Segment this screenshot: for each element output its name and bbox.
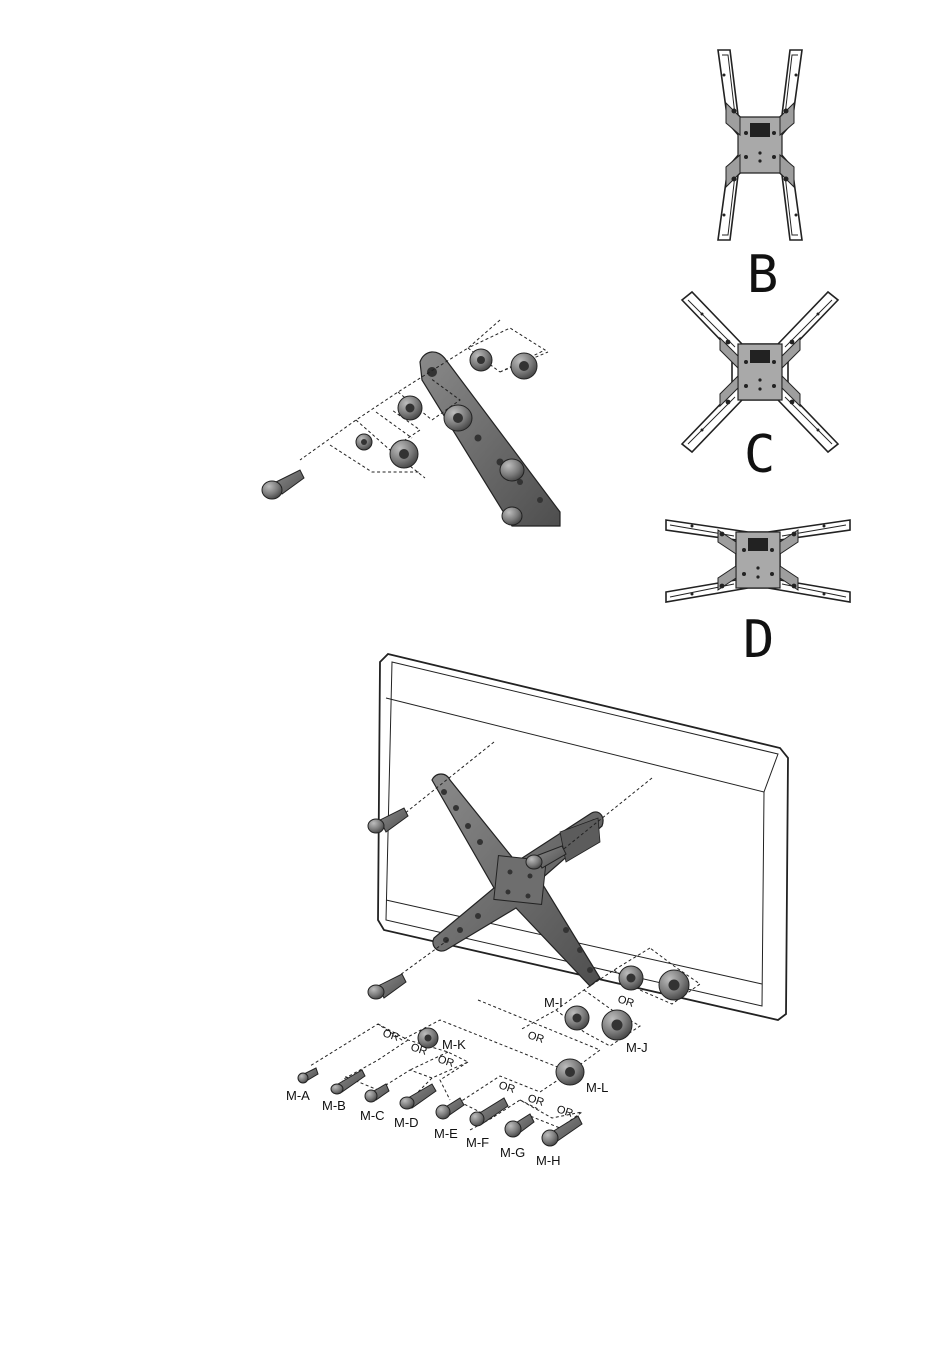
or-label: OR [616, 993, 635, 1010]
screw-m-e [436, 1098, 464, 1119]
bracket-config-d [666, 520, 850, 602]
label-m-a: M-A [286, 1088, 310, 1103]
or-label: OR [555, 1103, 574, 1120]
or-label: OR [497, 1079, 516, 1096]
or-label: OR [436, 1053, 455, 1070]
label-m-j: M-J [626, 1040, 648, 1055]
hardware-tree: OR OR OR OR OR OR M-K M-L [286, 1000, 608, 1168]
or-label: OR [381, 1027, 400, 1044]
screw-m-c [365, 1084, 389, 1102]
or-label: OR [526, 1092, 545, 1109]
detail-arm-assembly [262, 320, 560, 526]
screw-m-b [331, 1070, 365, 1094]
config-label-d: D [743, 610, 774, 670]
label-m-h: M-H [536, 1153, 561, 1168]
label-m-e: M-E [434, 1126, 458, 1141]
label-m-k: M-K [442, 1037, 466, 1052]
bracket-config-b [718, 50, 802, 240]
label-m-b: M-B [322, 1098, 346, 1113]
label-m-g: M-G [500, 1145, 525, 1160]
screw-m-g [505, 1114, 534, 1137]
screw-m-a [298, 1068, 318, 1083]
screw-m-f [470, 1098, 508, 1126]
screw-icon [368, 974, 406, 999]
screw-icon [262, 470, 304, 499]
label-m-i: M-I [544, 995, 563, 1010]
or-label: OR [526, 1029, 545, 1046]
label-m-c: M-C [360, 1108, 385, 1123]
screw-m-h [542, 1116, 582, 1146]
config-label-b: B [747, 245, 778, 305]
label-m-f: M-F [466, 1135, 489, 1150]
label-m-d: M-D [394, 1115, 419, 1130]
screw-m-d [400, 1084, 436, 1109]
label-m-l: M-L [586, 1080, 608, 1095]
config-label-c: C [744, 425, 775, 485]
